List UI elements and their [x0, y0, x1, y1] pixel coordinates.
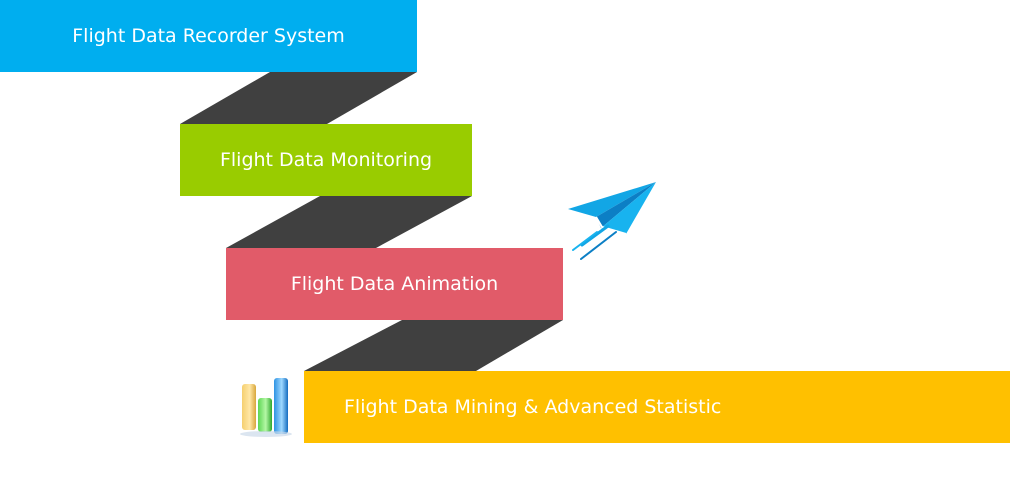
- step-flight-data-mining-advanced-statistic: Flight Data Mining & Advanced Statistic: [304, 371, 1010, 443]
- step-flight-data-animation: Flight Data Animation: [226, 248, 563, 320]
- step-label: Flight Data Animation: [290, 272, 499, 295]
- connector-3-to-4: [304, 320, 563, 371]
- connector-2-to-3: [226, 196, 472, 248]
- step-label: Flight Data Mining & Advanced Statistic: [344, 395, 722, 418]
- connector-1-to-2: [180, 72, 417, 124]
- step-label: Flight Data Recorder System: [72, 24, 345, 47]
- step-flight-data-recorder-system: Flight Data Recorder System: [0, 0, 417, 72]
- paper-plane-icon: [568, 182, 656, 260]
- step-label: Flight Data Monitoring: [219, 148, 433, 171]
- step-flight-data-monitoring: Flight Data Monitoring: [180, 124, 472, 196]
- bar-chart-icon: [240, 378, 292, 437]
